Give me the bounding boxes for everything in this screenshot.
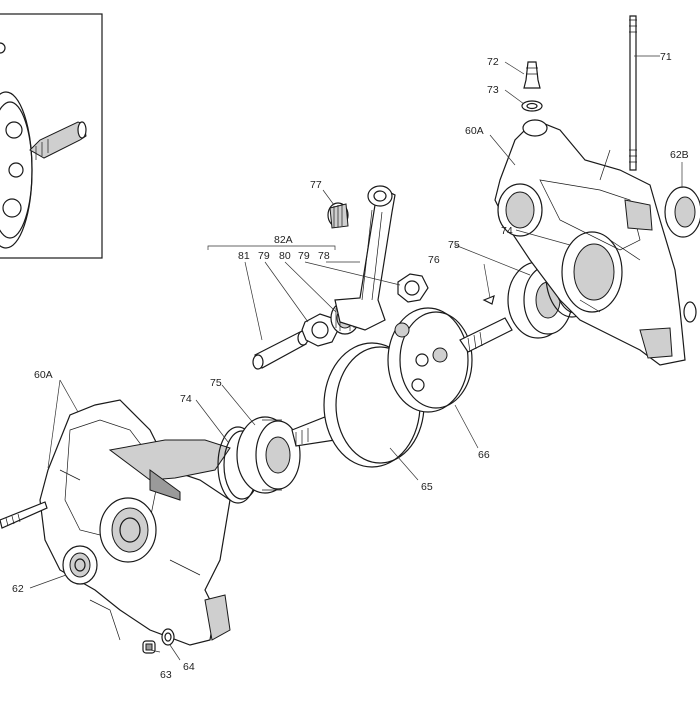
- callout-labels: 71 72 73 60A 62B 74 75 76 77 82A 81 79 8…: [12, 51, 689, 681]
- small-end-bearing-77: [327, 202, 349, 229]
- callout-60a-left: 60A: [34, 369, 53, 381]
- callout-64: 64: [183, 661, 195, 673]
- thrust-washer-79-right: [397, 273, 429, 303]
- stud-71: [629, 15, 637, 171]
- crank-web-66: [387, 307, 513, 413]
- screw-63: [142, 640, 156, 654]
- seal-62b: [664, 186, 700, 238]
- callout-73: 73: [487, 84, 499, 96]
- callout-82a: 82A: [274, 234, 293, 246]
- bolt-left: [0, 501, 48, 529]
- callout-62b: 62B: [670, 149, 689, 161]
- callout-66: 66: [478, 449, 490, 461]
- crankcase-right-60a: [494, 119, 686, 366]
- crankcase-left-60a: [39, 399, 231, 646]
- callout-77: 77: [310, 179, 322, 191]
- callout-71: 71: [660, 51, 672, 63]
- callout-79a: 79: [258, 250, 270, 262]
- callout-81: 81: [238, 250, 250, 262]
- seal-62: [62, 545, 98, 585]
- callout-62: 62: [12, 583, 24, 595]
- leader-lines: [29, 55, 683, 661]
- thrust-washer-79: [301, 313, 339, 347]
- inset-crankshaft: [0, 42, 87, 249]
- callout-75-left: 75: [210, 377, 222, 389]
- callout-80: 80: [279, 250, 291, 262]
- callout-60a-top: 60A: [465, 125, 484, 137]
- bearing-75-left: [236, 416, 301, 494]
- callout-76: 76: [428, 254, 440, 266]
- callout-74-left: 74: [180, 393, 192, 405]
- callout-65: 65: [421, 481, 433, 493]
- callout-74-top: 74: [501, 225, 513, 237]
- fitting-72: [523, 61, 541, 89]
- connecting-rod-82a: [334, 185, 396, 331]
- callout-63: 63: [160, 669, 172, 681]
- washer-73: [521, 100, 543, 112]
- washer-64: [161, 628, 175, 646]
- callout-75-top: 75: [448, 239, 460, 251]
- callout-79b: 79: [298, 250, 310, 262]
- callout-72: 72: [487, 56, 499, 68]
- crank-pin-81: [252, 330, 309, 370]
- inset-detail-box: [0, 13, 103, 259]
- small-ring-right: [683, 301, 697, 323]
- woodruff-key-76: [482, 295, 495, 305]
- callout-78: 78: [318, 250, 330, 262]
